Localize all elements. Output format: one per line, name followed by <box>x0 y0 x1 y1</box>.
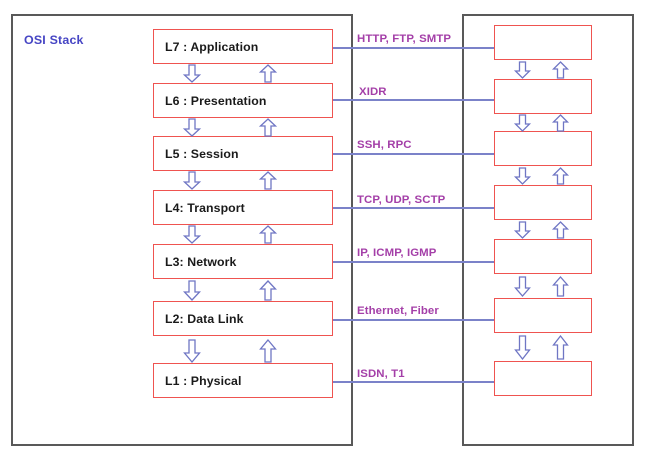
layer-label-l6: L6 : Presentation <box>165 93 267 108</box>
peer-arrow-down-icon-l7-l6 <box>513 61 532 79</box>
connector-line-l3 <box>332 261 495 263</box>
peer-arrow-down-icon-l2-l1 <box>513 335 532 360</box>
layer-box-l6[interactable]: L6 : Presentation <box>153 83 333 118</box>
peer-layer-box-l7[interactable] <box>494 25 592 60</box>
protocol-label-l1: ISDN, T1 <box>357 368 405 380</box>
layer-box-l7[interactable]: L7 : Application <box>153 29 333 64</box>
peer-layer-box-l6[interactable] <box>494 79 592 114</box>
connector-line-l2 <box>332 319 495 321</box>
protocol-label-l2: Ethernet, Fiber <box>357 305 439 317</box>
peer-arrow-up-icon-l2-l3 <box>551 276 570 297</box>
arrow-up-icon-l5-l6 <box>258 118 278 137</box>
layer-box-l4[interactable]: L4: Transport <box>153 190 333 225</box>
arrow-down-icon-l7-l6 <box>182 64 202 83</box>
peer-layer-box-l5[interactable] <box>494 131 592 166</box>
layer-box-l2[interactable]: L2: Data Link <box>153 301 333 336</box>
layer-box-l3[interactable]: L3: Network <box>153 244 333 279</box>
arrow-up-icon-l4-l5 <box>258 171 278 190</box>
peer-arrow-up-icon-l6-l7 <box>551 61 570 79</box>
arrow-down-icon-l4-l3 <box>182 225 202 244</box>
protocol-label-l6: XIDR <box>359 86 387 98</box>
peer-arrow-down-icon-l4-l3 <box>513 221 532 239</box>
layer-label-l4: L4: Transport <box>165 200 245 215</box>
arrow-down-icon-l6-l5 <box>182 118 202 137</box>
layer-label-l3: L3: Network <box>165 254 237 269</box>
peer-arrow-down-icon-l5-l4 <box>513 167 532 185</box>
connector-line-l7 <box>332 47 495 49</box>
arrow-down-icon-l5-l4 <box>182 171 202 190</box>
connector-line-l5 <box>332 153 495 155</box>
arrow-up-icon-l1-l2 <box>258 339 278 363</box>
connector-line-l6 <box>332 99 495 101</box>
peer-layer-box-l2[interactable] <box>494 298 592 333</box>
layer-box-l5[interactable]: L5 : Session <box>153 136 333 171</box>
connector-line-l1 <box>332 381 495 383</box>
peer-arrow-up-icon-l3-l4 <box>551 221 570 239</box>
peer-layer-box-l3[interactable] <box>494 239 592 274</box>
arrow-up-icon-l2-l3 <box>258 280 278 301</box>
right-stack-container <box>462 14 634 446</box>
protocol-label-l7: HTTP, FTP, SMTP <box>357 33 452 45</box>
left-stack-container <box>11 14 353 446</box>
layer-label-l2: L2: Data Link <box>165 311 244 326</box>
peer-arrow-down-icon-l3-l2 <box>513 276 532 297</box>
layer-label-l1: L1 : Physical <box>165 373 242 388</box>
layer-label-l7: L7 : Application <box>165 39 259 54</box>
arrow-down-icon-l2-l1 <box>182 339 202 363</box>
peer-arrow-up-icon-l5-l6 <box>551 114 570 132</box>
page-title: OSI Stack <box>24 33 84 47</box>
connector-line-l4 <box>332 207 495 209</box>
peer-layer-box-l4[interactable] <box>494 185 592 220</box>
protocol-label-l4: TCP, UDP, SCTP <box>357 194 446 206</box>
layer-box-l1[interactable]: L1 : Physical <box>153 363 333 398</box>
arrow-up-icon-l6-l7 <box>258 64 278 83</box>
arrow-down-icon-l3-l2 <box>182 280 202 301</box>
layer-label-l5: L5 : Session <box>165 146 239 161</box>
arrow-up-icon-l3-l4 <box>258 225 278 244</box>
protocol-label-l3: IP, ICMP, IGMP <box>357 247 437 259</box>
protocol-label-l5: SSH, RPC <box>357 139 412 151</box>
peer-arrow-down-icon-l6-l5 <box>513 114 532 132</box>
peer-arrow-up-icon-l1-l2 <box>551 335 570 360</box>
peer-arrow-up-icon-l4-l5 <box>551 167 570 185</box>
peer-layer-box-l1[interactable] <box>494 361 592 396</box>
